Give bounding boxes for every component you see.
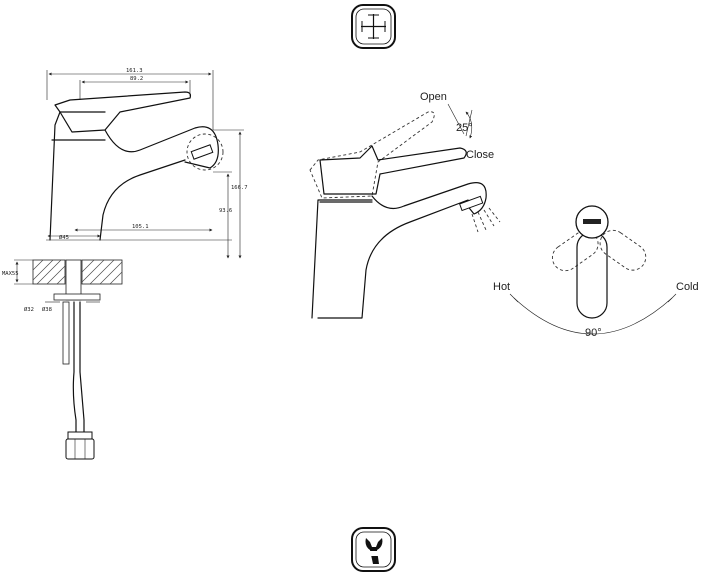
dim-max-thickness: MAX55 <box>2 271 19 277</box>
lever-open-label: Open <box>420 91 447 103</box>
faucet-side-view <box>14 70 244 460</box>
wrench-icon <box>351 527 396 572</box>
dim-height-spout: 93.6 <box>219 208 232 214</box>
dim-hole-b: Ø38 <box>42 306 52 313</box>
lever-motion-view <box>309 103 501 319</box>
hot-label: Hot <box>493 281 510 293</box>
rotation-angle-label: 90° <box>585 327 602 339</box>
dim-spout-reach: 105.1 <box>132 224 149 230</box>
lever-close-label: Close <box>466 149 494 161</box>
dim-hole-a: Ø32 <box>24 306 34 313</box>
cold-label: Cold <box>676 281 699 293</box>
dim-base-diameter: Ø45 <box>59 234 69 241</box>
dim-overall-width: 161.3 <box>126 68 143 74</box>
measurement-cross-icon <box>351 4 396 49</box>
dim-lever-width: 89.2 <box>130 76 143 82</box>
lever-angle-label: 25° <box>456 122 473 134</box>
handle-rotation-view <box>509 205 677 335</box>
dim-height-total: 166.7 <box>231 185 248 191</box>
